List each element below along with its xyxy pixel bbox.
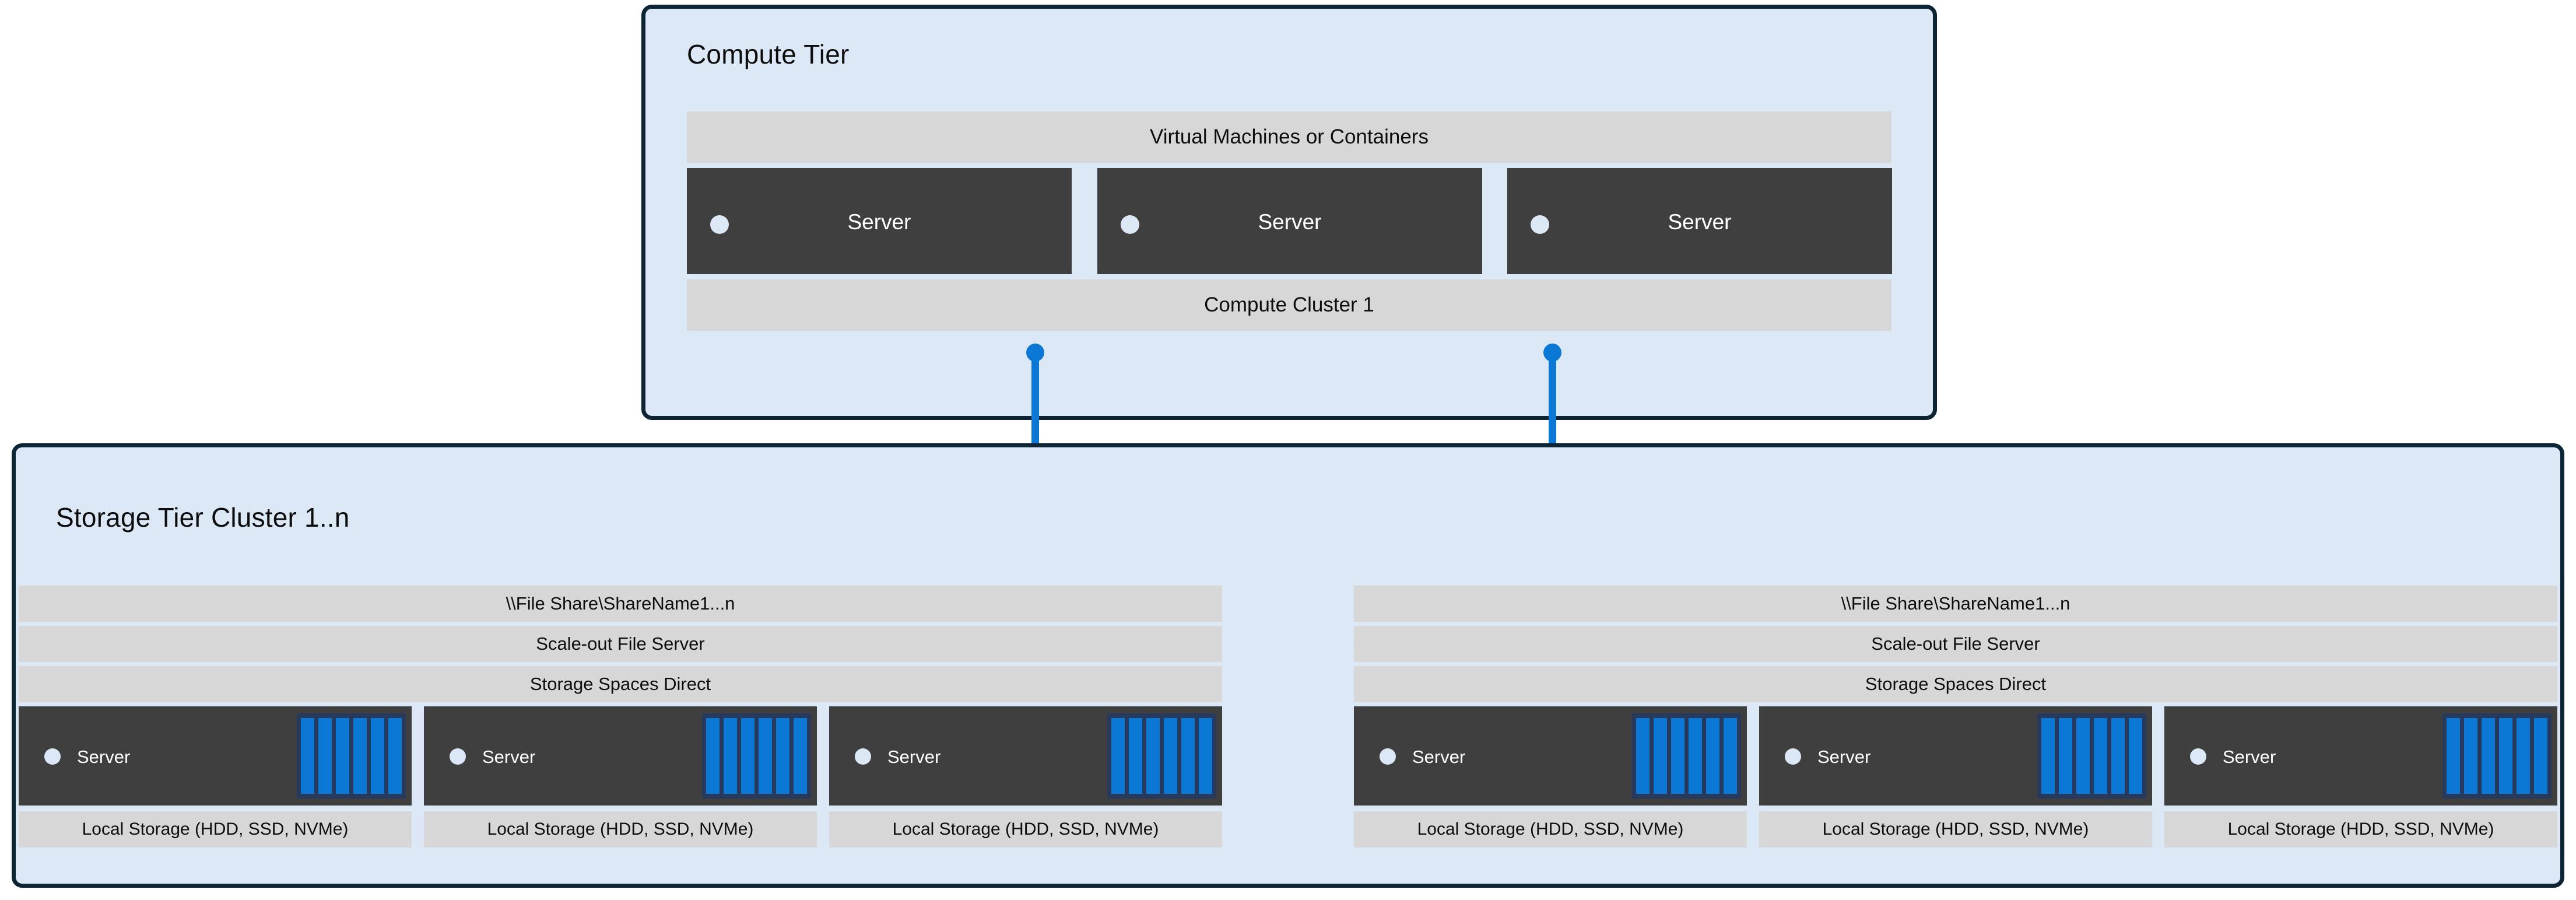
- disk-icon: [1636, 718, 1650, 794]
- disk-icon: [388, 718, 402, 794]
- disk-array-icon: [2037, 713, 2146, 799]
- disk-icon: [2094, 718, 2107, 794]
- storage-server-node[interactable]: Server: [1759, 706, 2152, 806]
- storage-spaces-direct-band: Storage Spaces Direct: [19, 666, 1222, 702]
- storage-spaces-direct-band: Storage Spaces Direct: [1354, 666, 2557, 702]
- scale-out-file-server-band: Scale-out File Server: [1354, 626, 2557, 662]
- disk-icon: [1129, 718, 1142, 794]
- local-storage-band: Local Storage (HDD, SSD, NVMe): [19, 811, 412, 848]
- compute-server-label: Server: [1668, 210, 1732, 234]
- virtual-machines-band: Virtual Machines or Containers: [687, 111, 1891, 163]
- disk-icon: [336, 718, 349, 794]
- disk-icon: [301, 718, 314, 794]
- disk-icon: [2447, 718, 2460, 794]
- status-dot-icon: [450, 748, 466, 765]
- disk-icon: [776, 718, 789, 794]
- status-dot-icon: [1380, 748, 1396, 765]
- disk-icon: [1164, 718, 1177, 794]
- storage-server-node[interactable]: Server: [2164, 706, 2557, 806]
- compute-cluster-band: Compute Cluster 1: [687, 279, 1891, 331]
- compute-server-label: Server: [1258, 210, 1322, 234]
- disk-array-icon: [702, 713, 811, 799]
- status-dot-icon: [1531, 215, 1549, 234]
- disk-icon: [706, 718, 720, 794]
- local-storage-band: Local Storage (HDD, SSD, NVMe): [1759, 811, 2152, 848]
- disk-icon: [1181, 718, 1195, 794]
- compute-server-node[interactable]: Server: [1507, 168, 1892, 274]
- status-dot-icon: [44, 748, 61, 765]
- compute-server-node[interactable]: Server: [687, 168, 1072, 274]
- disk-icon: [1706, 718, 1719, 794]
- disk-icon: [2482, 718, 2495, 794]
- scale-out-file-server-band: Scale-out File Server: [19, 626, 1222, 662]
- disk-icon: [1724, 718, 1737, 794]
- disk-array-icon: [297, 713, 406, 799]
- disk-icon: [724, 718, 737, 794]
- disk-icon: [1111, 718, 1125, 794]
- disk-icon: [759, 718, 772, 794]
- storage-server-label: Server: [1817, 747, 1871, 767]
- disk-icon: [2041, 718, 2055, 794]
- disk-icon: [794, 718, 807, 794]
- disk-icon: [371, 718, 384, 794]
- status-dot-icon: [855, 748, 871, 765]
- compute-server-label: Server: [847, 210, 911, 234]
- storage-server-node[interactable]: Server: [1354, 706, 1747, 806]
- storage-cluster-group: \\File Share\ShareName1...n Scale-out Fi…: [19, 586, 1222, 860]
- disk-array-icon: [2442, 713, 2552, 799]
- disk-icon: [1146, 718, 1160, 794]
- disk-array-icon: [1107, 713, 1216, 799]
- storage-server-node[interactable]: Server: [424, 706, 817, 806]
- disk-array-icon: [1632, 713, 1741, 799]
- storage-tier-title: Storage Tier Cluster 1..n: [56, 502, 350, 533]
- disk-icon: [318, 718, 332, 794]
- storage-cluster-group: \\File Share\ShareName1...n Scale-out Fi…: [1354, 586, 2557, 860]
- local-storage-band: Local Storage (HDD, SSD, NVMe): [2164, 811, 2557, 848]
- disk-icon: [2129, 718, 2142, 794]
- disk-icon: [2464, 718, 2477, 794]
- disk-icon: [1671, 718, 1684, 794]
- status-dot-icon: [1785, 748, 1801, 765]
- file-share-band: \\File Share\ShareName1...n: [19, 586, 1222, 622]
- storage-server-node[interactable]: Server: [829, 706, 1222, 806]
- disk-icon: [1199, 718, 1212, 794]
- disk-icon: [2059, 718, 2072, 794]
- status-dot-icon: [1121, 215, 1139, 234]
- disk-icon: [2534, 718, 2547, 794]
- storage-server-label: Server: [887, 747, 941, 767]
- disk-icon: [2111, 718, 2125, 794]
- compute-server-node[interactable]: Server: [1097, 168, 1482, 274]
- status-dot-icon: [2190, 748, 2206, 765]
- local-storage-band: Local Storage (HDD, SSD, NVMe): [424, 811, 817, 848]
- storage-server-node[interactable]: Server: [19, 706, 412, 806]
- disk-icon: [2517, 718, 2530, 794]
- disk-icon: [2499, 718, 2512, 794]
- local-storage-band: Local Storage (HDD, SSD, NVMe): [1354, 811, 1747, 848]
- disk-icon: [353, 718, 367, 794]
- file-share-band: \\File Share\ShareName1...n: [1354, 586, 2557, 622]
- status-dot-icon: [710, 215, 729, 234]
- local-storage-band: Local Storage (HDD, SSD, NVMe): [829, 811, 1222, 848]
- storage-server-label: Server: [1412, 747, 1466, 767]
- storage-server-label: Server: [482, 747, 536, 767]
- storage-server-label: Server: [77, 747, 131, 767]
- disk-icon: [1654, 718, 1667, 794]
- disk-icon: [1689, 718, 1702, 794]
- compute-tier-title: Compute Tier: [687, 39, 850, 69]
- disk-icon: [741, 718, 754, 794]
- disk-icon: [2076, 718, 2090, 794]
- storage-server-label: Server: [2223, 747, 2276, 767]
